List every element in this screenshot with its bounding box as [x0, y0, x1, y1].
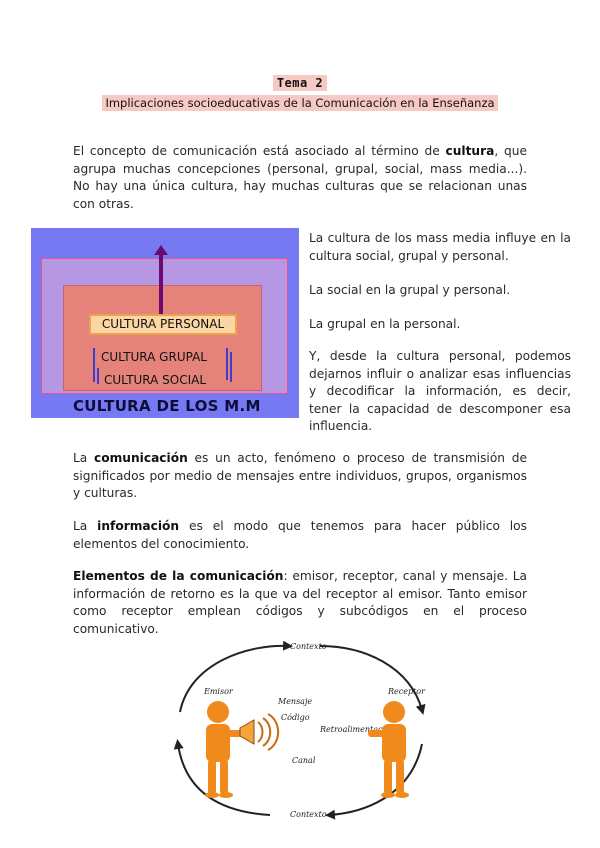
culture-grupal-label: CULTURA GRUPAL — [101, 350, 207, 364]
intro-paragraph: El concepto de comunicación está asociad… — [73, 144, 527, 211]
canal-label: Canal — [292, 756, 316, 765]
elementos-paragraph: Elementos de la comunicación: emisor, re… — [73, 569, 527, 636]
bold-elementos: Elementos de la comunicación — [73, 569, 284, 583]
subtitle-text: Implicaciones socioeducativas de la Comu… — [102, 95, 498, 111]
context-arc-top-right — [319, 645, 426, 715]
divider-line — [93, 348, 95, 382]
culture-diagram: CULTURA PERSONAL CULTURA GRUPAL CULTURA … — [31, 228, 299, 418]
contexto-top-label: Contexto — [290, 642, 327, 651]
divider-line — [226, 348, 228, 380]
megaphone-icon — [239, 713, 280, 751]
bold-informacion: información — [97, 519, 180, 533]
side-paragraph-2: La social en la grupal y personal. — [309, 283, 511, 297]
context-arc-bottom-right — [325, 743, 423, 820]
side-paragraph-3: La grupal en la personal. — [309, 317, 461, 331]
influence-arrow-shaft — [159, 252, 163, 314]
comunicacion-paragraph: La comunicación es un acto, fenómeno o p… — [73, 451, 527, 500]
receptor-label: Receptor — [387, 687, 426, 696]
retroalimentacion-label: Retroalimentación — [319, 725, 395, 734]
communication-diagram: Contexto Contexto Emisor Receptor Mensaj… — [173, 640, 426, 820]
codigo-label: Código — [281, 713, 310, 722]
side-paragraph-1: La cultura de los mass media influye en … — [309, 231, 571, 263]
topic-title: Tema 2 — [0, 72, 600, 91]
influence-arrow-head — [154, 245, 168, 255]
informacion-paragraph: La información es el modo que tenemos pa… — [73, 519, 527, 551]
context-arc-top-left — [179, 640, 293, 713]
divider-line — [230, 352, 232, 382]
side-paragraph-4: Y, desde la cultura personal, podemos de… — [309, 349, 571, 433]
topic-label: Tema 2 — [272, 75, 328, 91]
receptor-figure-icon — [368, 701, 409, 798]
contexto-bottom-label: Contexto — [290, 810, 327, 819]
bold-comunicacion: comunicación — [94, 451, 188, 465]
page-subtitle: Implicaciones socioeducativas de la Comu… — [0, 92, 600, 111]
emisor-label: Emisor — [203, 687, 234, 696]
culture-personal-label: CULTURA PERSONAL — [89, 314, 237, 335]
intro-bold-cultura: cultura — [445, 144, 495, 158]
divider-line — [97, 368, 99, 384]
culture-social-label: CULTURA SOCIAL — [104, 373, 207, 387]
mensaje-label: Mensaje — [277, 697, 312, 706]
culture-mass-media-label: CULTURA DE LOS M.M — [73, 397, 261, 415]
emisor-figure-icon — [205, 701, 246, 798]
